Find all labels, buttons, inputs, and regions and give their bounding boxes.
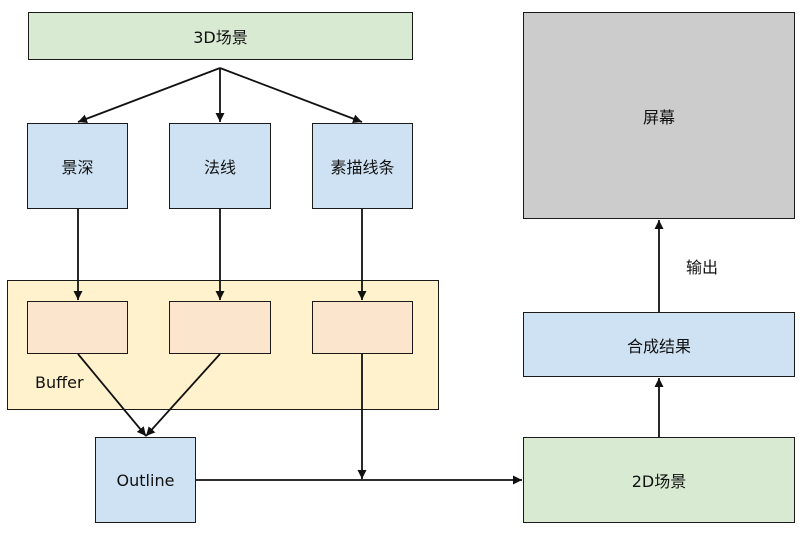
arrow-depth-buffer-to-outline (77, 353, 147, 437)
node-outline: Outline (95, 437, 196, 523)
node-normal: 法线 (169, 123, 271, 209)
output-label: 输出 (686, 258, 719, 277)
node-3d-scene: 3D场景 (28, 12, 413, 60)
node-composite: 合成结果 (523, 312, 795, 377)
buffer-slot-depth (27, 301, 128, 354)
arrow-3d-to-sketch (219, 67, 363, 124)
node-depth: 景深 (27, 123, 128, 209)
node-2d-scene: 2D场景 (523, 437, 795, 523)
arrow-3d-to-depth (77, 67, 221, 124)
buffer-slot-normal (169, 301, 271, 354)
buffer-label: Buffer (35, 373, 84, 392)
node-sketch: 素描线条 (312, 123, 413, 209)
buffer-slot-sketch (312, 301, 413, 354)
node-screen: 屏幕 (523, 12, 795, 219)
arrow-normal-buffer-to-outline (145, 353, 221, 437)
